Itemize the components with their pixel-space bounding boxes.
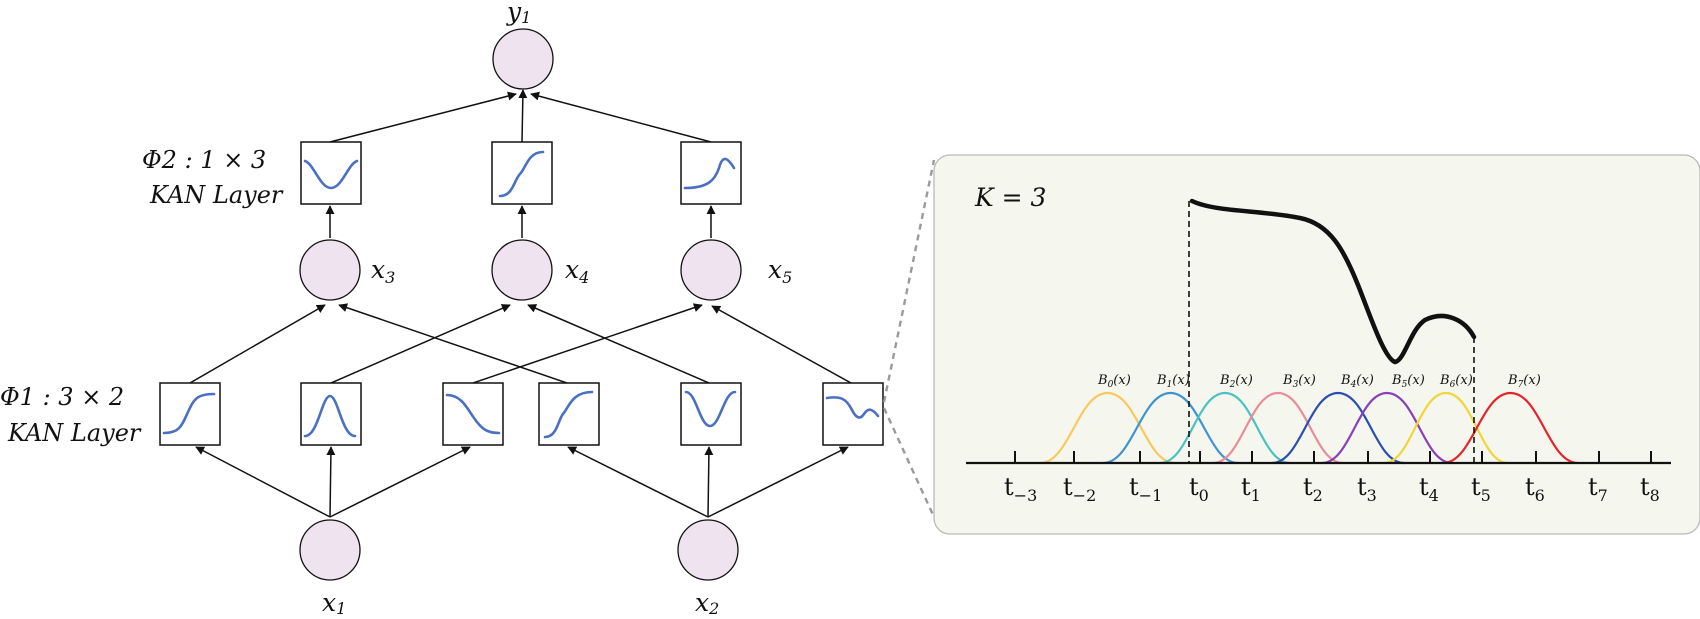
phi1-box-1	[159, 382, 221, 446]
input-node-x1	[299, 519, 361, 581]
knot-label: t0	[1189, 473, 1209, 505]
layer2-label: Φ2 : 1 × 3	[142, 146, 266, 174]
hidden-node-x5	[680, 239, 742, 301]
basis-label: B0(x)	[1097, 373, 1131, 390]
hidden-label-x3: x3	[371, 255, 395, 287]
basis-label: B5(x)	[1391, 373, 1425, 390]
phi1-curve-2	[303, 394, 357, 438]
basis-function-curve	[1159, 391, 1291, 465]
basis-function-curve	[1383, 391, 1509, 465]
phi1-curve-3	[445, 393, 501, 435]
phi2-box-3	[680, 141, 742, 205]
knot-label: t3	[1357, 473, 1377, 505]
basis-label: B1(x)	[1156, 373, 1190, 390]
phi1-curve-6	[825, 396, 880, 419]
knot-label: t−2	[1063, 473, 1096, 505]
basis-label: B4(x)	[1340, 373, 1374, 390]
layer1-sublabel: KAN Layer	[7, 419, 142, 447]
basis-function-curve	[1271, 391, 1405, 465]
basis-curves	[1039, 391, 1579, 465]
layer2-sublabel: KAN Layer	[149, 181, 284, 209]
layer2-to-output-edges	[329, 89, 712, 143]
knot-label: t2	[1303, 473, 1323, 505]
k-label: K = 3	[974, 183, 1046, 212]
basis-function-curve	[1039, 391, 1176, 465]
hidden-label-x4: x4	[565, 255, 589, 287]
layer1-functions	[159, 382, 884, 446]
knot-label: t7	[1588, 473, 1608, 505]
basis-function-curve	[1102, 391, 1239, 465]
output-node-y1	[492, 28, 554, 90]
basis-function-curve	[1442, 391, 1579, 465]
input-node-x2	[677, 519, 739, 581]
hidden-to-layer2-edges	[325, 205, 716, 238]
input-label-x1: x1	[322, 588, 346, 618]
phi1-box-3	[442, 382, 504, 446]
zoom-line-bottom	[882, 407, 936, 518]
knot-label: t1	[1241, 473, 1261, 505]
knot-label: t6	[1525, 473, 1545, 505]
phi2-box-1	[300, 141, 362, 205]
layer1-edges	[189, 303, 852, 384]
knot-label: t−1	[1129, 473, 1162, 505]
panel-background	[933, 154, 1700, 535]
hidden-node-x3	[299, 239, 361, 301]
hidden-node-x4	[491, 239, 553, 301]
basis-label: B7(x)	[1507, 373, 1541, 390]
basis-function-curve	[1321, 391, 1453, 465]
basis-label: B2(x)	[1219, 373, 1253, 390]
input-edges	[195, 446, 849, 518]
knot-label: t−3	[1004, 473, 1037, 505]
phi1-curve-5	[684, 390, 737, 428]
basis-labels: B0(x) B1(x) B2(x) B3(x) B4(x) B5(x) B6(x) B7(x)	[1097, 373, 1541, 390]
knot-label: t4	[1419, 473, 1439, 505]
phi2-curve-2	[498, 150, 545, 198]
basis-function-curve	[1212, 391, 1344, 465]
knot-ticks	[1014, 451, 1652, 463]
hidden-label-x5: x5	[768, 255, 792, 287]
knot-label: t5	[1471, 473, 1491, 505]
basis-label: B6(x)	[1439, 373, 1473, 390]
input-label-x2: x2	[695, 588, 719, 618]
knot-labels: t−3 t−2 t−1 t0 t1 t2 t3 t4 t5 t6 t7 t8	[1004, 473, 1660, 505]
phi1-curve-4	[543, 390, 594, 439]
phi1-curve-1	[162, 392, 216, 435]
zoom-line-top	[882, 159, 936, 403]
knot-label: t8	[1640, 473, 1660, 505]
layer2-functions	[300, 141, 742, 205]
phi2-curve-3	[683, 157, 736, 190]
layer1-label: Φ1 : 3 × 2	[0, 383, 124, 411]
spline-curve	[1189, 198, 1477, 365]
output-label-y1: y1	[506, 0, 531, 27]
basis-label: B3(x)	[1282, 373, 1316, 390]
phi2-curve-1	[303, 159, 359, 190]
